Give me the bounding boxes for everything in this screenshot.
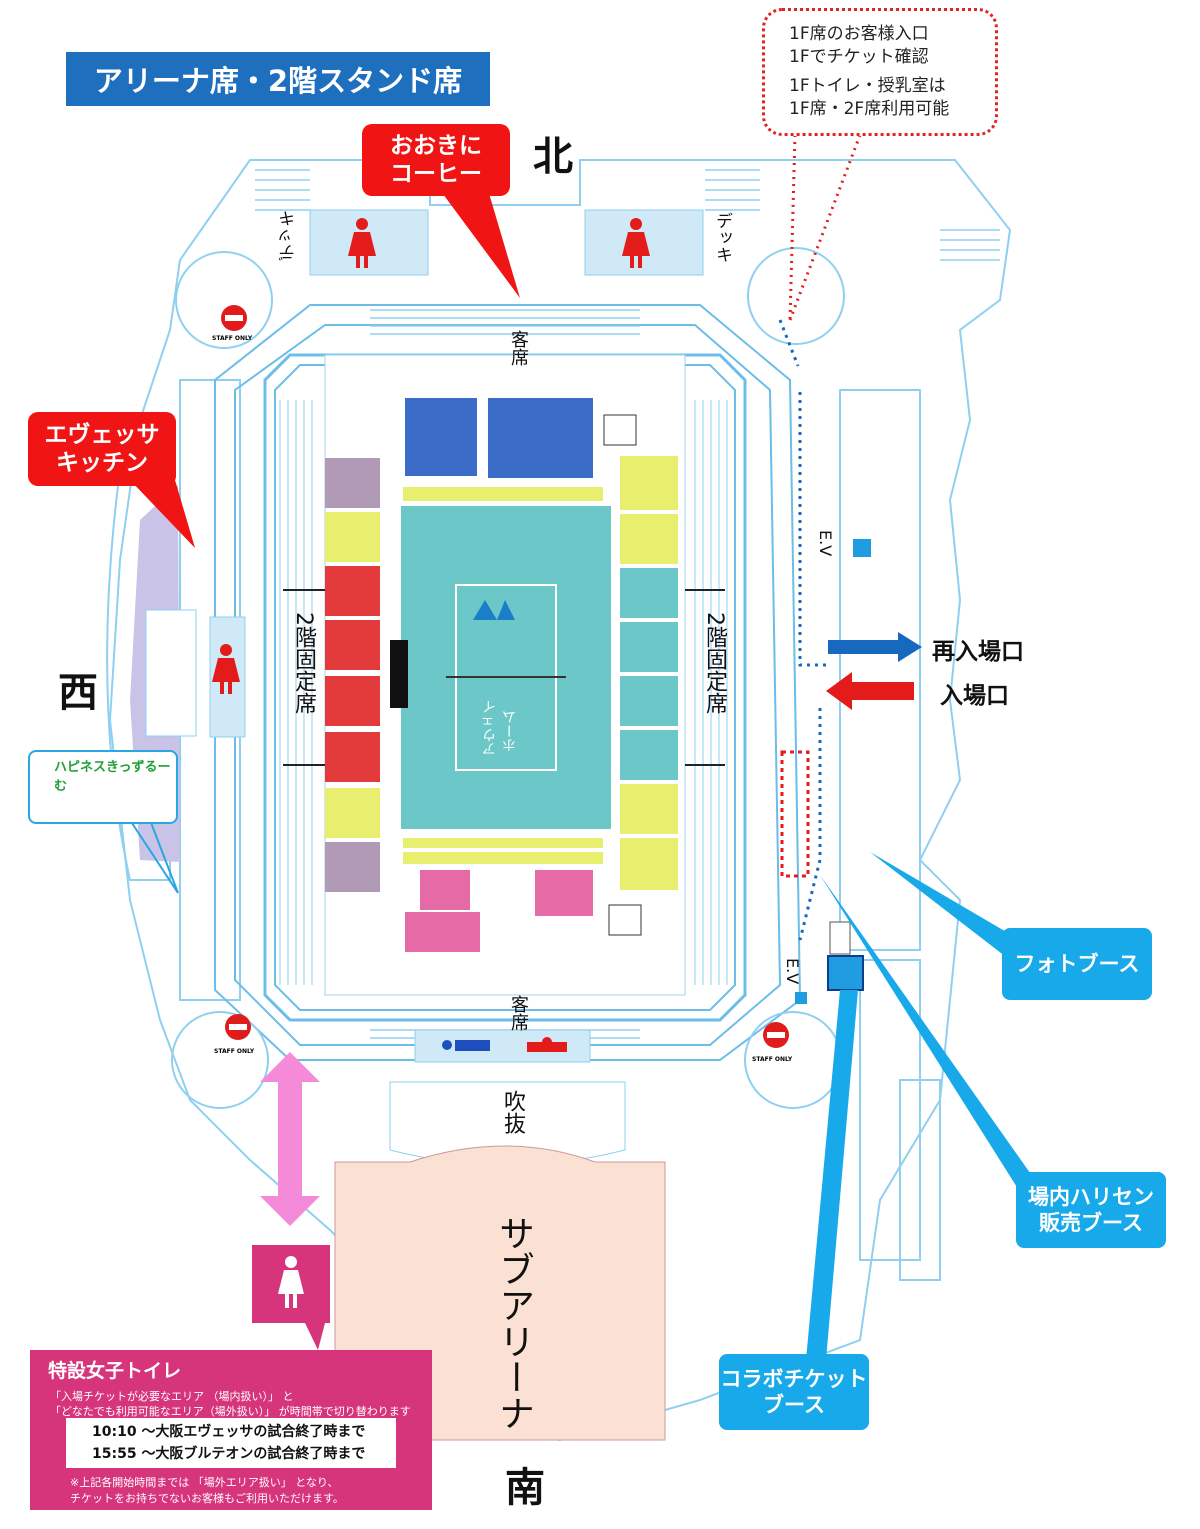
- happiness-kids-room-callout[interactable]: ハピネスきっずるーむ: [28, 750, 178, 824]
- reentry-label[interactable]: 再入場口: [932, 639, 1024, 665]
- south-box: [608, 904, 642, 936]
- west-counter: [145, 609, 197, 737]
- toilet-sign-figure-icon: [278, 1256, 304, 1308]
- notice-line: 1F席・2F席利用可能: [789, 99, 950, 119]
- coffee-callout-tail: [440, 190, 520, 298]
- notice-1f: 1F席のお客様入口 1Fでチケット確認 1Fトイレ・授乳室は 1F席・2F席利用…: [762, 8, 998, 136]
- staff-only-label: STAFF ONLY: [212, 335, 253, 342]
- notice-line: 1F席のお客様入口: [789, 24, 929, 44]
- deck-label-east: デッキ: [712, 212, 732, 263]
- womens-toilet-title: 特設女子トイレ: [48, 1360, 182, 1382]
- womens-toilet-pointer: [305, 1323, 325, 1350]
- entry-arrow-icon: [826, 672, 914, 710]
- callout-line: コーヒー: [390, 161, 482, 187]
- fixed-seat-west-label: 2階固定席: [291, 612, 316, 714]
- sub-arena-label: サブアリーナ: [493, 1215, 534, 1431]
- atrium-label: 吹抜: [500, 1090, 525, 1134]
- collab-ticket-booth-callout[interactable]: コラボチケット ブース: [719, 1354, 869, 1430]
- fixed-seat-east-label: 2階固定席: [702, 612, 727, 714]
- photo-booth-callout[interactable]: フォトブース: [1002, 928, 1152, 1000]
- collab-callout-tail: [806, 990, 858, 1360]
- callout-line: おおきに: [390, 133, 482, 159]
- staff-only-icon: [221, 305, 789, 1048]
- north-box: [603, 414, 637, 446]
- mens-toilet-icon: [442, 1040, 490, 1051]
- womens-toilet-time: 15:55 ～大阪ブルテオンの試合終了時まで: [92, 1446, 366, 1462]
- notice-line: 1Fトイレ・授乳室は: [789, 76, 946, 96]
- ticket-check-area: [780, 750, 810, 878]
- callout-line: コラボチケット: [720, 1367, 868, 1391]
- stand-north-label: 客席: [508, 330, 529, 366]
- callout-line: 場内ハリセン: [1028, 1185, 1154, 1209]
- callout-line: ブース: [763, 1393, 825, 1417]
- callout-line: キッチン: [56, 450, 148, 476]
- court-home-label: ホーム: [502, 710, 518, 752]
- happiness-kids-room-label: ハピネスきっずるーむ: [54, 760, 171, 794]
- concourse-ring: [214, 304, 802, 1061]
- court: [399, 504, 613, 831]
- stand-rails: [283, 589, 725, 766]
- evessa-kitchen-callout[interactable]: エヴェッサ キッチン: [28, 412, 176, 486]
- womens-toilet-line: 「入場チケットが必要なエリア （場内扱い）」 と: [50, 1390, 294, 1403]
- team-logo-icon: [473, 600, 515, 620]
- pink-double-arrow-icon: [260, 1052, 320, 1226]
- womens-toilet-icon: [212, 218, 650, 1052]
- elevator-label-south: E.V: [783, 958, 802, 985]
- ookini-coffee-callout[interactable]: おおきに コーヒー: [362, 124, 510, 196]
- callout-line: フォトブース: [1014, 952, 1140, 976]
- photo-callout-tail: [870, 852, 1020, 960]
- compass-north: 北: [533, 134, 573, 180]
- elevator-south-icon: [795, 992, 807, 1004]
- staff-only-label: STAFF ONLY: [214, 1048, 255, 1055]
- elevator-north-icon: [853, 539, 871, 557]
- photo-booth-marker: [829, 921, 851, 955]
- staff-only-label: STAFF ONLY: [752, 1056, 793, 1063]
- compass-west: 西: [58, 670, 98, 716]
- womens-toilet-note: ※上記各開始時間までは 「場外エリア扱い」 となり、: [70, 1476, 339, 1489]
- womens-toilet-time: 10:10 ～大阪エヴェッサの試合終了時まで: [92, 1424, 366, 1440]
- kitchen-callout-tail: [130, 480, 195, 548]
- harisen-callout-tail: [820, 875, 1035, 1192]
- callout-line: 販売ブース: [1039, 1211, 1143, 1235]
- womens-toilet-info: 特設女子トイレ 「入場チケットが必要なエリア （場内扱い）」 と 「どなたでも利…: [30, 1350, 432, 1510]
- collab-booth-marker: [827, 955, 864, 991]
- womens-toilet-note: チケットをお持ちでないお客様もご利用いただけます。: [70, 1492, 344, 1505]
- notice-line: 1Fでチケット確認: [789, 47, 929, 67]
- harisen-booth-callout[interactable]: 場内ハリセン 販売ブース: [1016, 1172, 1166, 1248]
- deck-label-west: デッキ: [279, 210, 299, 261]
- page-title: アリーナ席・2階スタンド席: [66, 52, 490, 106]
- womens-toilet-times: 10:10 ～大阪エヴェッサの試合終了時まで 15:55 ～大阪ブルテオンの試合…: [66, 1418, 396, 1468]
- court-away-label: アウェイ: [482, 700, 498, 756]
- stand-hatching: [279, 400, 728, 985]
- compass-south: 南: [505, 1465, 545, 1511]
- route-paths: [778, 319, 826, 941]
- west-scoreboard: [390, 640, 408, 708]
- reentry-arrow-icon: [828, 632, 922, 662]
- seat-blocks: [325, 398, 678, 952]
- entry-label[interactable]: 入場口: [940, 683, 1009, 709]
- notice-pointer: [788, 134, 862, 321]
- stand-south-label: 客席: [508, 995, 529, 1031]
- callout-line: エヴェッサ: [44, 422, 160, 448]
- womens-toilet-line: 「どなたでも利用可能なエリア（場外扱い）」 が時間帯で切り替わります: [50, 1405, 411, 1418]
- elevator-label-north: E.V: [816, 530, 835, 557]
